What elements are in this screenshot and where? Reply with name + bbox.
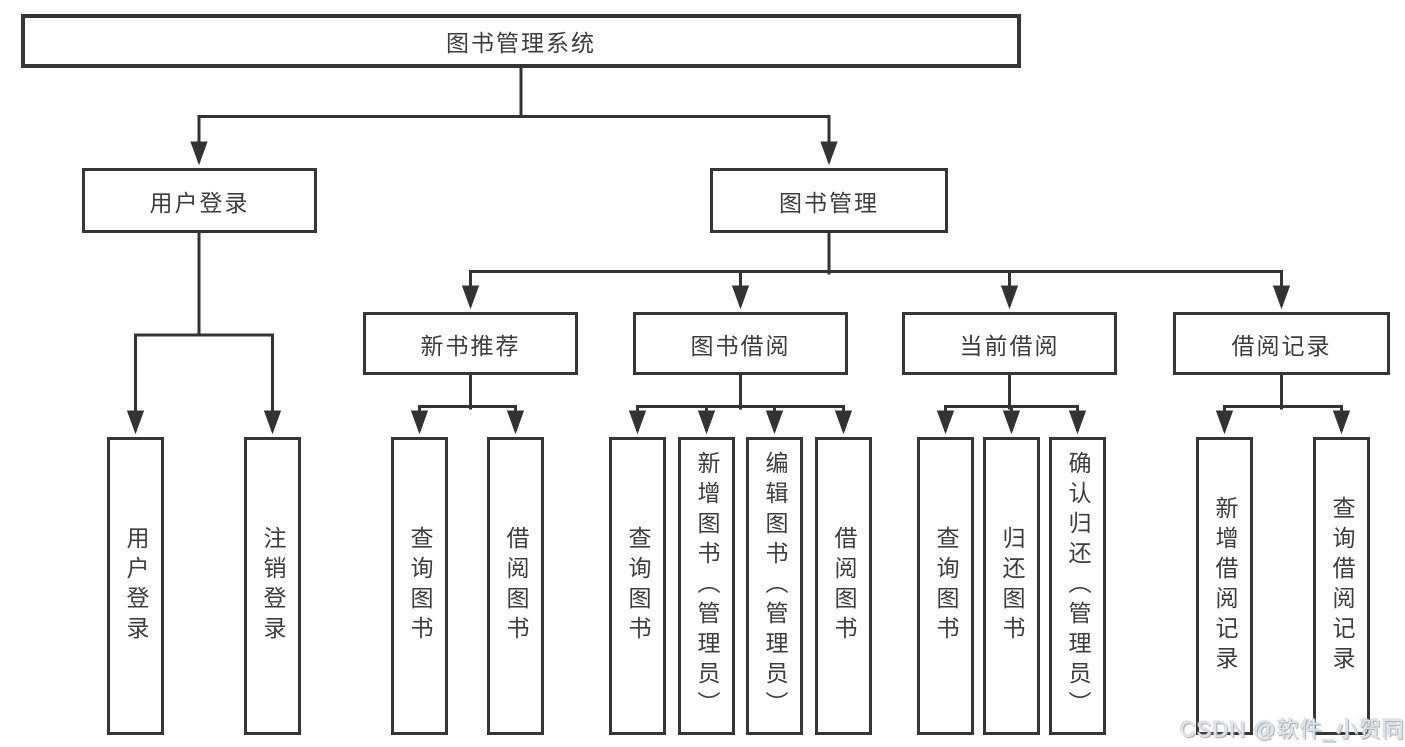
leaf-edit-book-admin: 编辑图书（管理员） <box>746 437 803 735</box>
leaf-return-books: 归还图书 <box>983 437 1040 735</box>
node-book-management: 图书管理 <box>710 168 948 233</box>
leaf-user-login: 用户登录 <box>107 437 164 735</box>
leaf-borrow-books-recommend: 借阅图书 <box>487 437 544 735</box>
leaf-logout: 注销登录 <box>244 437 301 735</box>
leaf-query-books-borrowing: 查询图书 <box>609 437 666 735</box>
csdn-watermark: CSDN @软件_小贺同学 <box>1180 717 1405 742</box>
node-book-borrowing: 图书借阅 <box>633 312 848 375</box>
leaf-query-borrow-record: 查询借阅记录 <box>1313 437 1370 735</box>
leaf-add-book-admin: 新增图书（管理员） <box>678 437 735 735</box>
leaf-borrow-books-borrowing: 借阅图书 <box>815 437 872 735</box>
leaf-confirm-return-admin: 确认归还（管理员） <box>1049 437 1106 735</box>
node-borrowing-records: 借阅记录 <box>1173 312 1390 375</box>
node-current-borrowing: 当前借阅 <box>902 312 1117 375</box>
leaf-query-books-recommend: 查询图书 <box>391 437 448 735</box>
leaf-query-books-current: 查询图书 <box>917 437 974 735</box>
node-user-login: 用户登录 <box>82 168 317 233</box>
node-new-book-recommendation: 新书推荐 <box>363 312 578 375</box>
node-library-management-system: 图书管理系统 <box>21 14 1021 68</box>
leaf-add-borrow-record: 新增借阅记录 <box>1196 437 1253 735</box>
